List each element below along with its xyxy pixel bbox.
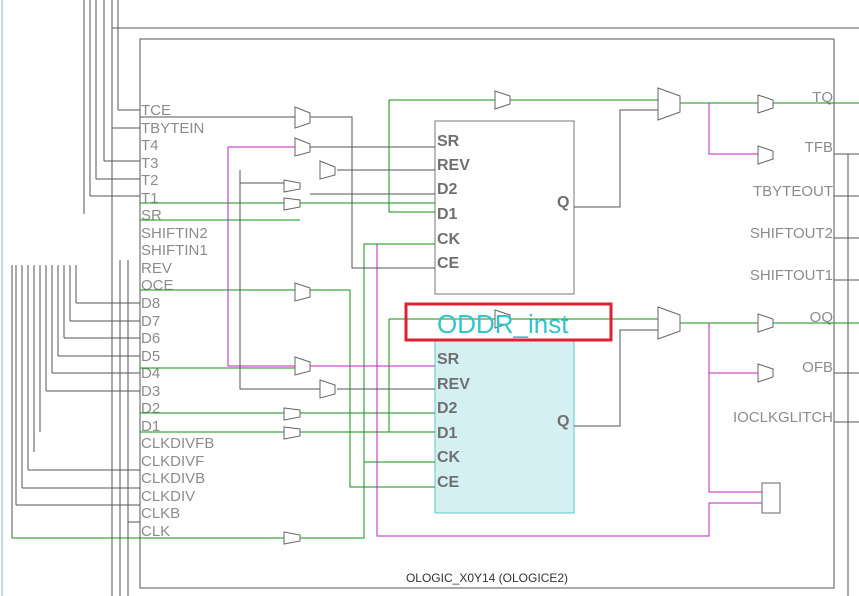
gate-1 (294, 106, 311, 129)
upper-port-sr: SR (437, 133, 460, 150)
lower-output-q: Q (557, 413, 569, 430)
lower-port-ce: CE (437, 474, 460, 491)
buffer-oq (757, 313, 774, 333)
lower-port-sr: SR (437, 351, 460, 368)
gate-8 (319, 379, 336, 399)
pin-clkdivb[interactable]: CLKDIVB (141, 470, 205, 487)
pin-oq[interactable]: OQ (810, 309, 833, 326)
buffer-tfb (757, 145, 774, 165)
pin-shiftout2[interactable]: SHIFTOUT2 (750, 225, 833, 242)
pin-ofb[interactable]: OFB (802, 359, 833, 376)
pin-clkdivf[interactable]: CLKDIVF (141, 453, 204, 470)
pin-shiftin1[interactable]: SHIFTIN1 (141, 242, 208, 259)
lower-block-ports: SR REV D2 D1 CK CE Q (437, 351, 569, 491)
upper-block-ports: SR REV D2 D1 CK CE Q (437, 133, 569, 272)
left-pin-labels: TCE TBYTEIN T4 T3 T2 T1 SR SHIFTIN2 SHIF… (140, 102, 214, 540)
gate-5 (283, 197, 301, 211)
lower-port-d2: D2 (437, 400, 458, 417)
gate-4 (283, 179, 301, 193)
logic-gates (283, 87, 781, 545)
lower-port-rev: REV (437, 376, 470, 393)
upper-port-ck: CK (437, 231, 461, 248)
pin-clk[interactable]: CLK (141, 523, 170, 540)
left-bus-lines (11, 0, 129, 596)
pin-clkdiv[interactable]: CLKDIV (141, 488, 195, 505)
pin-ioclkglitch[interactable]: IOCLKGLITCH (733, 409, 833, 426)
pin-d1[interactable]: D1 (141, 418, 160, 435)
pin-t4[interactable]: T4 (141, 137, 159, 154)
pin-tbyteout[interactable]: TBYTEOUT (753, 183, 833, 200)
pin-rev[interactable]: REV (141, 260, 172, 277)
instance-highlight-box[interactable] (404, 302, 613, 342)
upper-port-ce: CE (437, 255, 460, 272)
pin-d5[interactable]: D5 (141, 348, 160, 365)
gate-10 (283, 426, 301, 440)
pin-d3[interactable]: D3 (141, 383, 160, 400)
upper-port-rev: REV (437, 157, 470, 174)
pin-shiftout1[interactable]: SHIFTOUT1 (750, 267, 833, 284)
lower-port-d1: D1 (437, 425, 458, 442)
left-bus-horizontals (16, 109, 140, 523)
gate-9 (283, 407, 301, 421)
pin-t1[interactable]: T1 (141, 190, 159, 207)
gate-6 (294, 282, 311, 302)
upper-output-q: Q (557, 194, 569, 211)
gate-13 (494, 309, 511, 329)
cell-label: OLOGIC_X0Y14 (OLOGICE2) (406, 571, 568, 585)
pin-tce[interactable]: TCE (141, 102, 171, 119)
pin-d4[interactable]: D4 (141, 365, 160, 382)
gate-2 (294, 137, 311, 157)
pin-t3[interactable]: T3 (141, 155, 159, 172)
gate-12 (494, 90, 511, 110)
pin-shiftin2[interactable]: SHIFTIN2 (141, 225, 208, 242)
buffer-ofb (757, 363, 774, 383)
pin-clkdivfb[interactable]: CLKDIVFB (141, 435, 214, 452)
ioclkglitch-box (761, 482, 781, 514)
dark-nets (180, 109, 658, 427)
ologic-cell-border (139, 38, 835, 589)
buffer-tq (757, 94, 774, 114)
upper-oddr-block[interactable] (434, 120, 575, 295)
pin-d2[interactable]: D2 (141, 400, 160, 417)
pin-sr[interactable]: SR (141, 207, 162, 224)
pin-tfb[interactable]: TFB (805, 139, 833, 156)
pin-d8[interactable]: D8 (141, 295, 160, 312)
instance-label: ODDR_inst (437, 309, 569, 339)
gate-11 (283, 531, 301, 545)
upper-port-d2: D2 (437, 181, 458, 198)
pin-clkb[interactable]: CLKB (141, 505, 180, 522)
mux-oq (657, 306, 681, 340)
pin-oce[interactable]: OCE (141, 277, 174, 294)
pin-t2[interactable]: T2 (141, 172, 159, 189)
pin-d6[interactable]: D6 (141, 330, 160, 347)
mux-tq (657, 87, 681, 121)
magenta-nets (227, 103, 762, 537)
gate-7 (294, 356, 311, 376)
right-pin-labels: TQ TFB TBYTEOUT SHIFTOUT2 SHIFTOUT1 OQ O… (733, 89, 859, 596)
pin-tbytein[interactable]: TBYTEIN (141, 120, 204, 137)
upper-port-d1: D1 (437, 206, 458, 223)
lower-port-ck: CK (437, 449, 461, 466)
gate-3 (319, 160, 336, 180)
pin-tq[interactable]: TQ (812, 89, 833, 106)
pin-d7[interactable]: D7 (141, 313, 160, 330)
right-pin-stubs (834, 102, 859, 596)
